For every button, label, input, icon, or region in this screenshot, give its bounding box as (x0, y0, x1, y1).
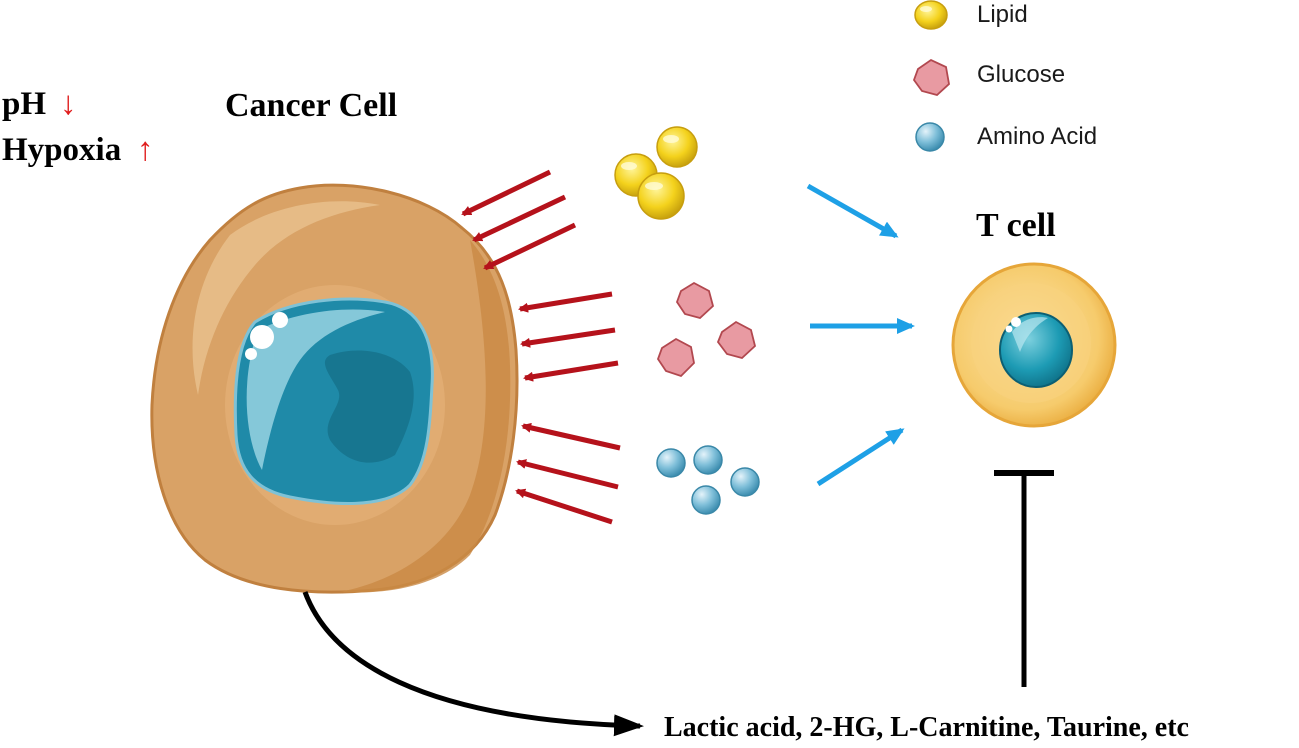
hypoxia-label: Hypoxia (2, 132, 121, 168)
competition-arrow (516, 459, 619, 490)
amino-acid-icon (691, 485, 721, 515)
competition-arrow (521, 422, 621, 451)
t-cell-title: T cell (976, 207, 1056, 244)
amino-acid-icon (915, 122, 945, 152)
competition-arrow (515, 488, 613, 525)
amino-acid-icon (730, 467, 760, 497)
lipid-icon (914, 0, 948, 30)
amino-acid-icon (656, 448, 686, 478)
ph-indicator: pH ↓ (2, 86, 77, 122)
ph-decrease-arrow: ↓ (60, 86, 77, 122)
glucose-icon (912, 58, 950, 96)
lipid-cluster (614, 126, 698, 220)
t-cell (951, 262, 1117, 428)
glucose-icon (675, 281, 715, 319)
glucose-cluster (656, 281, 757, 378)
competition-arrows-lipid (461, 169, 577, 271)
competition-arrow (520, 327, 616, 348)
lipid-icon (637, 172, 685, 220)
metabolites-label: Lactic acid, 2-HG, L-Carnitine, Taurine,… (664, 712, 1189, 743)
lipid-icon (656, 126, 698, 168)
amino-acid-icon (693, 445, 723, 475)
competition-arrow (461, 169, 552, 217)
uptake-arrow (806, 183, 899, 239)
amino-acid-cluster (656, 445, 760, 515)
cancer-cell (150, 183, 519, 594)
t-cell-inhibition-bar (994, 470, 1054, 687)
hypoxia-indicator: Hypoxia ↑ (2, 132, 154, 168)
hypoxia-increase-arrow: ↑ (137, 132, 154, 168)
competition-arrow (523, 360, 619, 382)
legend-label-amino-acid: Amino Acid (977, 123, 1097, 150)
legend: Lipid Glucose Amino Acid (912, 0, 1097, 152)
t-cell-uptake-arrows (806, 183, 915, 487)
legend-item-glucose: Glucose (912, 58, 1065, 96)
glucose-icon (716, 320, 757, 359)
glucose-icon (656, 337, 695, 378)
legend-label-lipid: Lipid (977, 1, 1028, 28)
uptake-arrow (816, 427, 905, 487)
ph-label: pH (2, 86, 46, 122)
cancer-cell-title: Cancer Cell (225, 87, 397, 124)
competition-arrow (483, 222, 577, 271)
legend-item-amino-acid: Amino Acid (915, 122, 1097, 152)
competition-arrows-glucose (518, 291, 619, 382)
competition-arrow (518, 291, 613, 313)
metabolite-release-arrow (302, 591, 644, 737)
legend-item-lipid: Lipid (914, 0, 1028, 30)
legend-label-glucose: Glucose (977, 61, 1065, 88)
competition-arrow (472, 194, 567, 243)
competition-arrows-amino-acid (515, 422, 621, 525)
